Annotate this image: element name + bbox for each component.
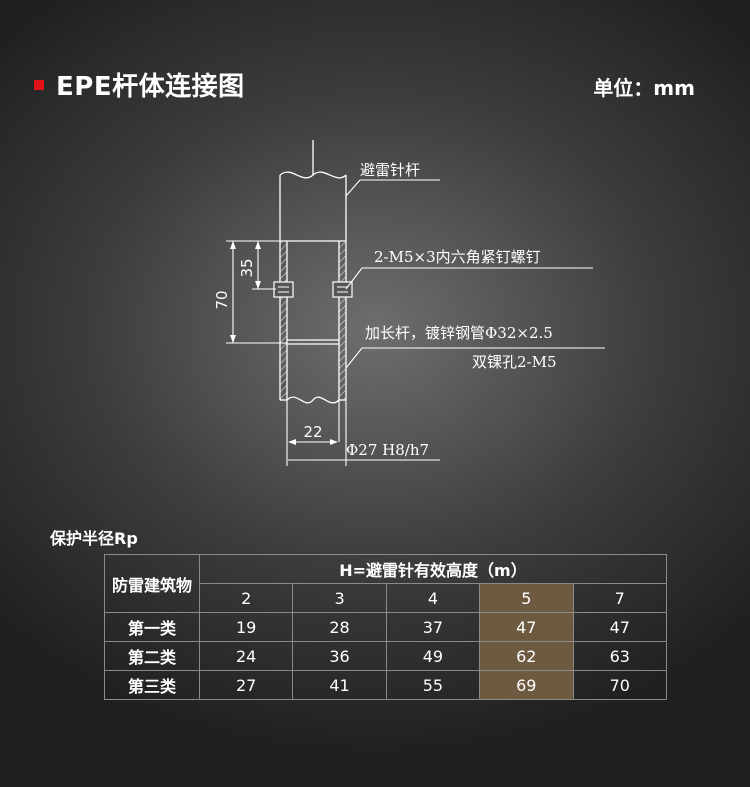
table-caption: 保护半径Rp — [50, 529, 138, 548]
rod-break-top — [279, 171, 347, 179]
value-cell: 55 — [385, 670, 481, 700]
rod-break-bottom — [286, 396, 340, 404]
label-extension: 加长杆，镀锌钢管Φ32×2.5 — [365, 324, 553, 342]
label-screw: 2-M5×3内六角紧钉螺钉 — [374, 248, 541, 266]
height-cell-highlighted: 5 — [479, 583, 574, 613]
value-cell: 36 — [292, 641, 387, 671]
value-cell: 70 — [572, 670, 667, 700]
leader-screw — [345, 267, 363, 290]
connection-diagram: 70 35 22 避雷针杆 2-M5×3内六角紧钉螺钉 加长杆，镀锌钢管Φ32×… — [213, 161, 557, 459]
value-cell-highlighted: 62 — [479, 641, 574, 671]
height-cell: 4 — [385, 583, 481, 613]
page-title: EPE杆体连接图 — [56, 72, 245, 102]
label-holes: 双锞孔2-M5 — [472, 353, 557, 371]
value-cell: 24 — [198, 641, 294, 671]
leader-rod — [345, 179, 361, 197]
leader-extension — [345, 347, 363, 369]
unit-label: 单位：mm — [593, 76, 695, 100]
dim-70: 70 — [213, 290, 231, 309]
height-cell: 2 — [198, 583, 294, 613]
title-marker — [34, 79, 44, 90]
title-row: EPE杆体连接图 — [34, 66, 245, 103]
value-cell: 47 — [572, 612, 667, 642]
wall-hatch-right — [339, 242, 346, 399]
dim-35: 35 — [238, 258, 256, 277]
table-row: 第二类 24 36 49 62 63 — [104, 641, 667, 671]
row-label: 第一类 — [104, 612, 200, 642]
row-label: 第三类 — [104, 670, 200, 700]
wall-hatch-left — [280, 242, 287, 399]
screw-right — [332, 281, 353, 298]
value-cell: 19 — [198, 612, 294, 642]
screw-left — [273, 281, 294, 298]
value-cell: 28 — [292, 612, 387, 642]
value-cell: 49 — [385, 641, 481, 671]
value-cell: 37 — [385, 612, 481, 642]
height-row: 2 3 4 5 7 — [105, 583, 667, 613]
table-row: 第三类 27 41 55 69 70 — [104, 670, 667, 700]
value-cell-highlighted: 47 — [479, 612, 574, 642]
row-header: 防雷建筑物 — [104, 554, 200, 613]
label-fit: Φ27 H8/h7 — [346, 441, 429, 459]
label-rod: 避雷针杆 — [360, 161, 420, 179]
value-cell: 27 — [198, 670, 294, 700]
col-header: H=避雷针有效高度（m） — [199, 554, 667, 584]
value-cell-highlighted: 69 — [479, 670, 574, 700]
value-cell: 41 — [292, 670, 387, 700]
dim-22: 22 — [303, 423, 322, 441]
value-cell: 63 — [572, 641, 667, 671]
height-cell: 3 — [292, 583, 387, 613]
table-row: 第一类 19 28 37 47 47 — [104, 612, 667, 642]
protection-radius-table: 防雷建筑物 H=避雷针有效高度（m） 2 3 4 5 7 第一类 19 28 3… — [104, 554, 667, 700]
height-cell: 7 — [572, 583, 667, 613]
row-label: 第二类 — [104, 641, 200, 671]
